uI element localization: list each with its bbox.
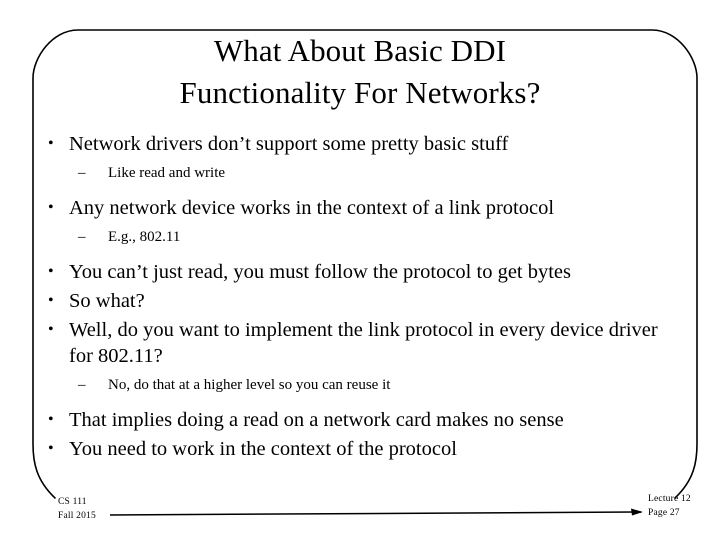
bullet-marker-icon: •: [48, 263, 54, 281]
footer-right: Lecture 12 Page 27: [648, 493, 691, 521]
footer-term: Fall 2015: [58, 510, 96, 521]
footer-left: CS 111 Fall 2015: [58, 496, 96, 524]
bullet-item: • You need to work in the context of the…: [44, 436, 684, 463]
slide-title-line-1: What About Basic DDI: [213, 33, 507, 68]
bullet-text: You need to work in the context of the p…: [69, 437, 457, 460]
slide-body: • Network drivers don’t support some pre…: [44, 131, 684, 465]
dash-marker-icon: –: [78, 228, 86, 245]
bullet-text: Any network device works in the context …: [69, 197, 555, 220]
sub-bullet-item: – Like read and write: [44, 164, 684, 184]
slide-title: What About Basic DDI Functionality For N…: [60, 30, 660, 114]
bullet-item: • That implies doing a read on a network…: [44, 407, 684, 434]
bullet-item: • Network drivers don’t support some pre…: [44, 131, 684, 158]
bullet-text: Well, do you want to implement the link …: [69, 318, 658, 368]
bullet-text: Network drivers don’t support some prett…: [69, 133, 509, 155]
bullet-text: That implies doing a read on a network c…: [69, 409, 564, 432]
bullet-marker-icon: •: [48, 135, 54, 152]
footer-course: CS 111: [58, 497, 87, 507]
bullet-marker-icon: •: [48, 291, 54, 309]
footer-lecture: Lecture 12: [648, 494, 691, 504]
footer-page: Page 27: [648, 507, 680, 518]
sub-bullet-item: – E.g., 802.11: [44, 228, 684, 248]
dash-marker-icon: –: [78, 164, 86, 181]
sub-bullet-text: Like read and write: [108, 164, 226, 181]
dash-marker-icon: –: [78, 376, 86, 393]
bullet-item: • Well, do you want to implement the lin…: [44, 317, 684, 370]
sub-bullet-text: E.g., 802.11: [108, 228, 181, 245]
bullet-text: So what?: [69, 289, 145, 312]
bullet-item: • Any network device works in the contex…: [44, 195, 684, 222]
bullet-marker-icon: •: [48, 439, 54, 457]
bullet-marker-icon: •: [48, 411, 54, 429]
sub-bullet-item: – No, do that at a higher level so you c…: [44, 376, 684, 396]
bullet-marker-icon: •: [48, 199, 54, 217]
bullet-item: • So what?: [44, 288, 684, 315]
slide-title-line-2: Functionality For Networks?: [179, 75, 541, 111]
bullet-text: You can’t just read, you must follow the…: [69, 261, 572, 284]
sub-bullet-text: No, do that at a higher level so you can…: [108, 376, 391, 393]
bullet-item: • You can’t just read, you must follow t…: [44, 259, 684, 286]
bullet-marker-icon: •: [48, 320, 54, 338]
